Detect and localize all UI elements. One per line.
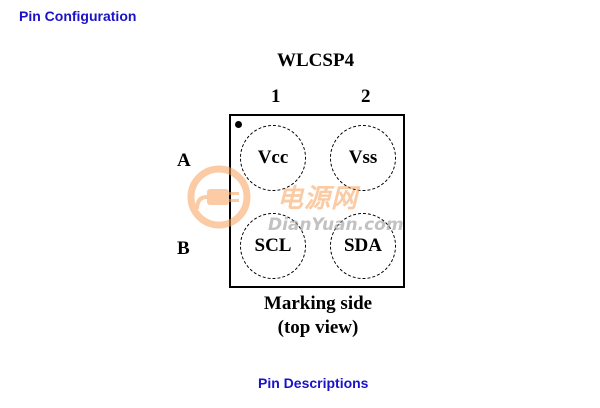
pin-label-a2: Vss bbox=[348, 147, 378, 168]
pin-ball-a2: Vss bbox=[330, 125, 396, 191]
caption-line-2: (top view) bbox=[277, 317, 359, 338]
watermark-brand-text: 电源网 bbox=[277, 184, 359, 214]
pin-ball-a1: Vcc bbox=[240, 125, 306, 191]
pin-label-b2: SDA bbox=[343, 235, 382, 256]
column-label-1: 1 bbox=[271, 86, 281, 107]
pin-descriptions-heading: Pin Descriptions bbox=[258, 375, 369, 391]
package-title: WLCSP4 bbox=[277, 50, 355, 71]
pin-configuration-heading: Pin Configuration bbox=[19, 8, 137, 24]
caption-line-1: Marking side bbox=[263, 293, 373, 314]
row-label-b: B bbox=[177, 238, 190, 259]
pin-ball-b1: SCL bbox=[240, 213, 306, 279]
marking-side-caption: Marking side (top view) bbox=[230, 292, 406, 340]
watermark-url-text: DianYuan.com bbox=[268, 215, 404, 235]
pin-label-a1: Vcc bbox=[257, 147, 289, 168]
column-label-2: 2 bbox=[361, 86, 371, 107]
pin-ball-b2: SDA bbox=[330, 213, 396, 279]
pin1-indicator-dot bbox=[235, 121, 242, 128]
pin-label-b1: SCL bbox=[254, 235, 292, 256]
row-label-a: A bbox=[177, 150, 191, 171]
